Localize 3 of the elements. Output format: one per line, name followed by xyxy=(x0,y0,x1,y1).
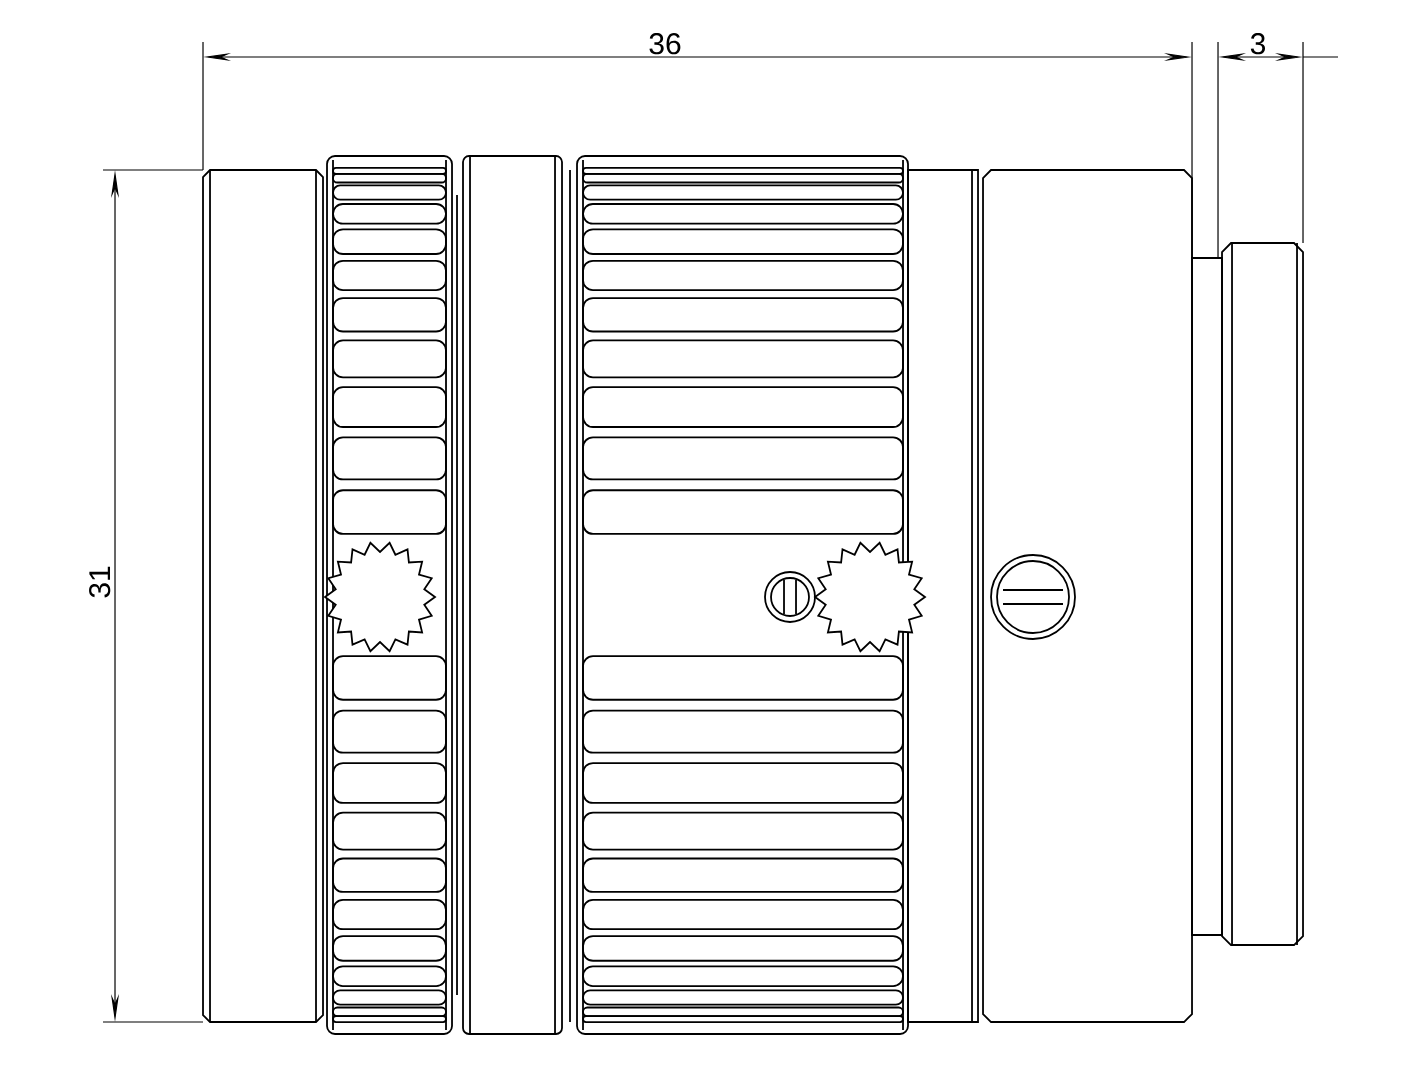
dimension-label: 31 xyxy=(89,566,111,598)
dimension-label: 36 xyxy=(649,33,681,55)
dimension-label: 3 xyxy=(1250,33,1266,55)
